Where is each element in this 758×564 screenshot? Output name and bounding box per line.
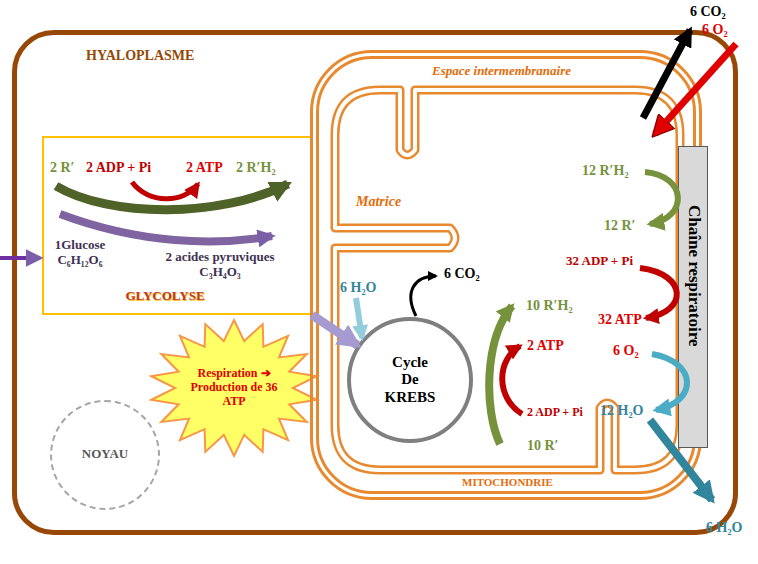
oxygen-arrow [652,354,687,410]
inner-membrane [330,84,682,480]
node-text: NOYAU [65,447,145,462]
label-text: 32 ATP [598,312,642,328]
node-text: 2 R′ [50,160,75,176]
node-text: 2 ATP [186,160,223,176]
node-text: Chaîne respiratoire [684,205,704,347]
label-text: 6 CO₂ [444,266,480,282]
o2-in-arrow [655,44,736,134]
glucose-entry-arrow [0,256,40,260]
star-burst-node: Respiration ➔ Production de 36 ATP [148,318,320,458]
krebs-cycle-node: Cycle De KREBS [347,317,473,443]
label-text: 12 R′ [604,218,636,234]
label-text: 6 H₂O [340,280,376,296]
label-text: 2 ATP [527,338,564,354]
label-text: 6 CO₂ [690,4,726,20]
nucleus-node: NOYAU [50,400,160,510]
respiratory-chain-node: Chaîne respiratoire [678,146,708,448]
atp-arrow [132,182,198,199]
label-text: 12 H₂O [600,403,643,419]
flow-arrow [312,315,358,345]
label-text: 2 ADP + Pi [527,406,583,420]
membrane-line [335,90,680,470]
node-text: 1Glucose C₆H₁₂O₆ [44,238,116,268]
node-text: Cycle De KREBS [382,354,438,406]
glucose-arrow [60,214,272,241]
node-text: GLYCOLYSE [110,289,220,304]
node-text: Respiration ➔ Production de 36 ATP [186,367,282,408]
membrane-group [335,90,680,470]
label-text: 10 R′H₂ [526,298,573,314]
node-text: HYALOPLASME [86,48,194,64]
water-in-arrow [356,298,362,338]
label-text: 32 ADP + Pi [566,254,633,269]
label-text: 10 R′ [527,438,559,454]
water-out-arrow [650,420,712,500]
membrane-line [335,90,680,470]
star-shape [151,320,316,456]
node-text: Espace intermembranaire [432,64,571,79]
node-text: 2 R′H₂ [236,160,276,176]
coenzyme-arrow [645,172,678,224]
node-text: MITOCHONDRIE [462,476,553,489]
node-text: Matrice [356,194,401,210]
co2-arrow [411,276,436,316]
label-text: 12 R′H₂ [582,163,629,179]
label-text: 6 O₂ [613,343,639,359]
atp-arrow [640,268,677,318]
node-text: 2 ADP + Pi [86,160,151,176]
inner-membrane-node: MatriceCycle De KREBS [330,84,682,480]
label-text: 6 H₂O [706,520,742,536]
label-text: 6 O₂ [702,22,728,38]
atp-arrow [502,346,522,414]
node-text: 2 acides pyruviques C₃H₄O₃ [150,250,290,280]
